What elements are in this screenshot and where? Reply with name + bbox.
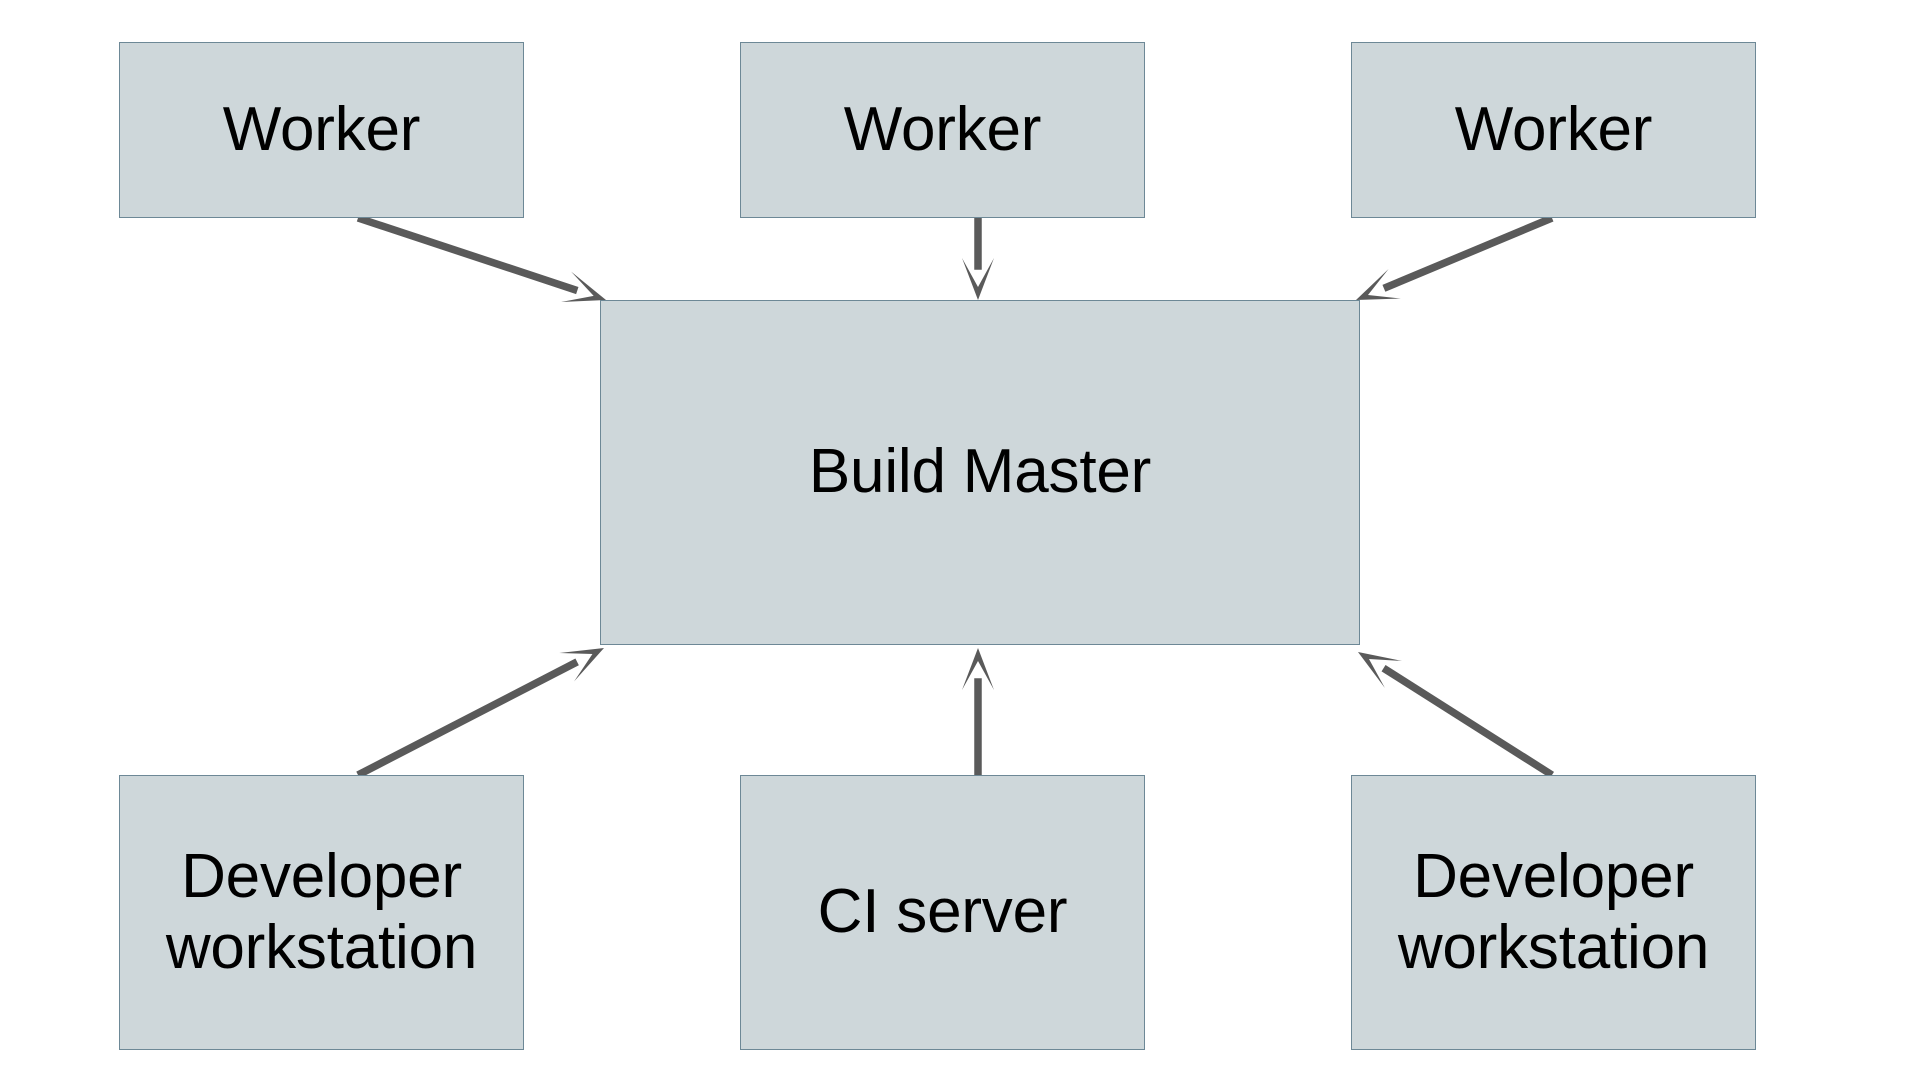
node-label: Worker	[1454, 94, 1653, 164]
node-label: Developer workstation	[1397, 841, 1710, 982]
edge-arrow	[1356, 214, 1554, 300]
node-label: CI server	[817, 877, 1068, 947]
edge-arrow	[962, 648, 994, 775]
node-developer-workstation-right[interactable]: Developer workstation	[1351, 775, 1756, 1050]
edge-arrow	[1358, 652, 1555, 779]
node-label: Developer workstation	[165, 841, 478, 982]
node-worker-left[interactable]: Worker	[119, 42, 524, 218]
node-worker-center[interactable]: Worker	[740, 42, 1145, 218]
edge-arrow	[356, 214, 606, 303]
node-label: Worker	[843, 94, 1042, 164]
node-worker-right[interactable]: Worker	[1351, 42, 1756, 218]
edge-arrow	[962, 218, 994, 300]
node-developer-workstation-left[interactable]: Developer workstation	[119, 775, 524, 1050]
node-label: Worker	[222, 94, 421, 164]
node-label: Build Master	[808, 437, 1152, 507]
edge-arrow	[356, 648, 604, 779]
node-ci-server[interactable]: CI server	[740, 775, 1145, 1050]
node-build-master[interactable]: Build Master	[600, 300, 1360, 645]
